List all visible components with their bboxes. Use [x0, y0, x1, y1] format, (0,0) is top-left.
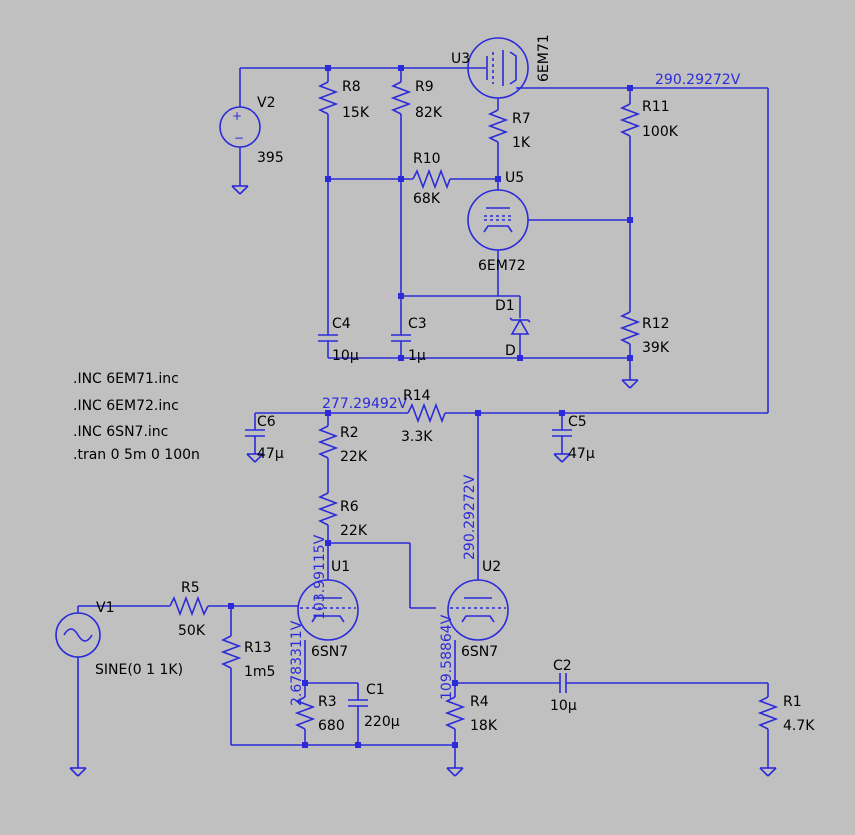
value-C1: 220µ: [364, 714, 400, 730]
value-U1: 6SN7: [311, 644, 348, 660]
value-V1: SINE(0 1 1K): [95, 662, 183, 678]
voltage-u1-plate: 103.99115V: [312, 534, 328, 620]
label-C5: C5: [568, 414, 587, 430]
label-R2: R2: [340, 425, 359, 441]
R8[interactable]: [317, 68, 339, 335]
R5[interactable]: [169, 595, 298, 617]
value-R1: 4.7K: [783, 718, 815, 734]
label-R4: R4: [470, 694, 489, 710]
U5-tube[interactable]: [467, 189, 630, 296]
value-R8: 15K: [342, 105, 370, 121]
V2[interactable]: + −: [219, 68, 261, 186]
label-R10: R10: [413, 151, 441, 167]
value-R10: 68K: [413, 191, 441, 207]
ground-icon: [246, 453, 264, 463]
label-R5: R5: [181, 580, 200, 596]
label-C3: C3: [408, 316, 427, 332]
ground-icon: [446, 767, 464, 777]
value-R14: 3.3K: [401, 429, 433, 445]
value-R6: 22K: [340, 523, 368, 539]
label-R11: R11: [642, 99, 670, 115]
value-U3: 6EM71: [536, 34, 552, 82]
label-U5: U5: [505, 170, 524, 186]
value-U2: 6SN7: [461, 644, 498, 660]
value-R3: 680: [318, 718, 345, 734]
value-C2: 10µ: [550, 698, 577, 714]
voltage-u1-cathode: 2.6783311V: [289, 620, 305, 706]
value-R12: 39K: [642, 340, 670, 356]
C6[interactable]: [245, 413, 265, 454]
R4[interactable]: [444, 683, 466, 768]
value-R9: 82K: [415, 105, 443, 121]
label-R9: R9: [415, 79, 434, 95]
C5[interactable]: [552, 413, 572, 454]
R13[interactable]: [220, 606, 242, 745]
label-U3: U3: [451, 51, 470, 67]
value-C6: 47µ: [257, 446, 284, 462]
value-U5: 6EM72: [478, 258, 526, 274]
U1-tube[interactable]: [297, 579, 359, 680]
voltage-r14-left: 277.29492V: [322, 396, 408, 412]
V1[interactable]: [55, 606, 101, 768]
directive-3: .INC 6SN7.inc: [73, 424, 168, 440]
R10[interactable]: [412, 168, 497, 190]
ground-icon: [231, 185, 249, 195]
label-R1: R1: [783, 694, 802, 710]
R6[interactable]: [317, 492, 339, 580]
value-R2: 22K: [340, 449, 368, 465]
U2-tube[interactable]: [447, 413, 509, 680]
label-U2: U2: [482, 559, 501, 575]
value-V2: 395: [257, 150, 284, 166]
directive-2: .INC 6EM72.inc: [73, 398, 179, 414]
C2[interactable]: [559, 673, 567, 693]
label-V2: V2: [257, 95, 275, 111]
value-D1: D: [505, 343, 516, 359]
label-R13: R13: [244, 640, 272, 656]
value-R13: 1m5: [244, 664, 275, 680]
label-D1: D1: [495, 298, 515, 314]
voltage-u2-plate: 290.29272V: [462, 474, 478, 560]
label-C1: C1: [366, 682, 385, 698]
label-R8: R8: [342, 79, 361, 95]
ground-icon: [69, 767, 87, 777]
label-R12: R12: [642, 316, 670, 332]
directive-4: .tran 0 5m 0 100n: [73, 447, 200, 463]
ground-icon: [553, 453, 571, 463]
svg-text:−: −: [234, 131, 244, 145]
svg-text:+: +: [232, 109, 242, 123]
voltage-supply-out: 290.29272V: [655, 72, 741, 88]
label-C6: C6: [257, 414, 276, 430]
R12[interactable]: [619, 311, 641, 380]
voltage-u2-cathode: 109.58864V: [439, 614, 455, 700]
value-R5: 50K: [178, 623, 206, 639]
C4[interactable]: [318, 334, 338, 358]
R2[interactable]: [317, 413, 339, 493]
value-R11: 100K: [642, 124, 679, 140]
label-C4: C4: [332, 316, 351, 332]
R11[interactable]: [619, 88, 641, 312]
directive-1: .INC 6EM71.inc: [73, 371, 179, 387]
value-R4: 18K: [470, 718, 498, 734]
label-V1: V1: [96, 600, 114, 616]
label-R7: R7: [512, 111, 531, 127]
value-C5: 47µ: [568, 446, 595, 462]
value-C3: 1µ: [408, 348, 426, 364]
R1[interactable]: [757, 683, 779, 768]
label-R6: R6: [340, 499, 359, 515]
label-U1: U1: [331, 559, 350, 575]
label-C2: C2: [553, 658, 572, 674]
label-R14: R14: [403, 388, 431, 404]
D1-zener[interactable]: [509, 296, 531, 358]
value-C4: 10µ: [332, 348, 359, 364]
label-R3: R3: [318, 694, 337, 710]
ground-icon: [759, 767, 777, 777]
value-R7: 1K: [512, 135, 531, 151]
C1[interactable]: [348, 683, 368, 745]
ground-icon: [621, 379, 639, 389]
R14[interactable]: [407, 402, 478, 424]
